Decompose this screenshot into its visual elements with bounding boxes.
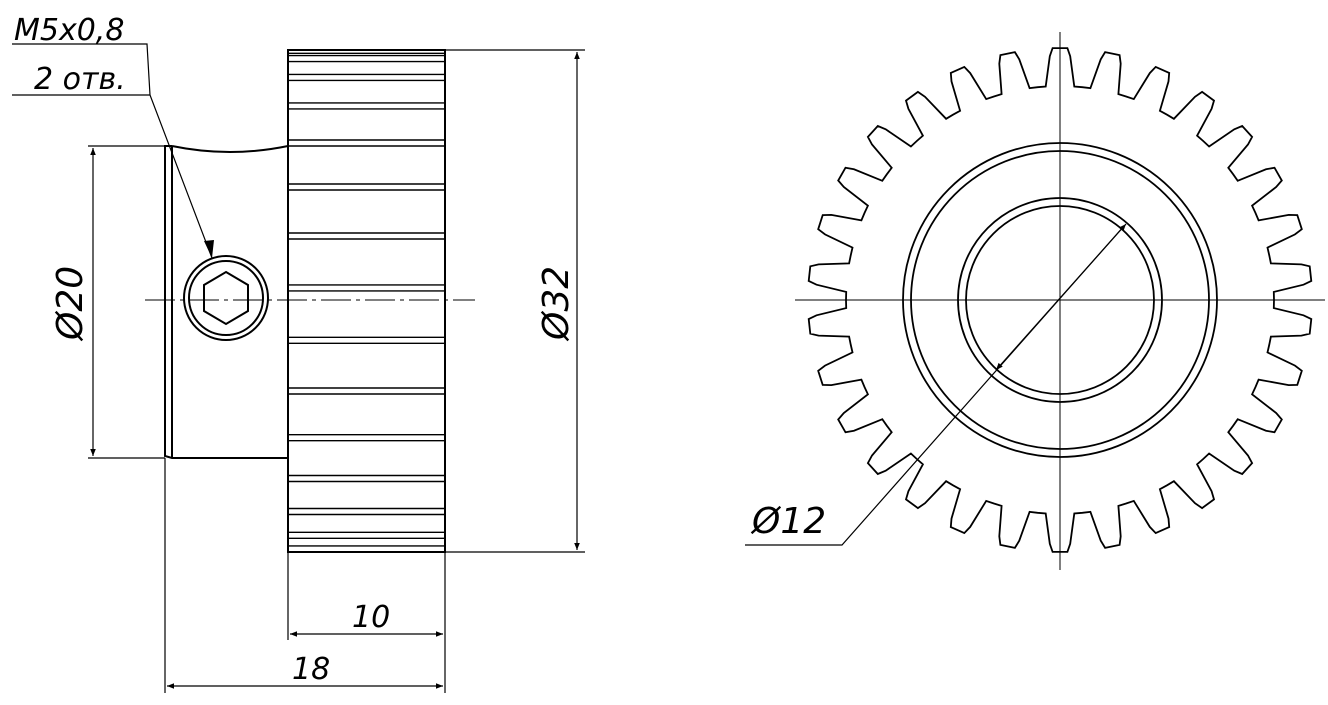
thread-label: M5x0,8: [14, 13, 124, 48]
holes-label: 2 отв.: [34, 62, 126, 97]
gear-diameter-label: Ø32: [536, 266, 577, 342]
gear-width-label: 10: [352, 600, 390, 635]
front-view: Ø12: [745, 32, 1325, 570]
hub-outline: [164, 145, 289, 459]
set-screw-outer: [183, 255, 269, 341]
side-dimensions: [12, 43, 585, 693]
bore-leader: [745, 225, 1125, 546]
bore-diameter-label: Ø12: [750, 501, 826, 542]
hex-socket-icon: [203, 270, 249, 326]
set-screw-inner: [188, 260, 264, 336]
gear-tooth-lines: [288, 52, 445, 547]
thread-leader: [12, 43, 213, 259]
gear-body: [287, 49, 446, 553]
hub-diameter-label: Ø20: [50, 266, 91, 342]
side-view: [164, 49, 446, 553]
overall-length-label: 18: [292, 652, 330, 687]
